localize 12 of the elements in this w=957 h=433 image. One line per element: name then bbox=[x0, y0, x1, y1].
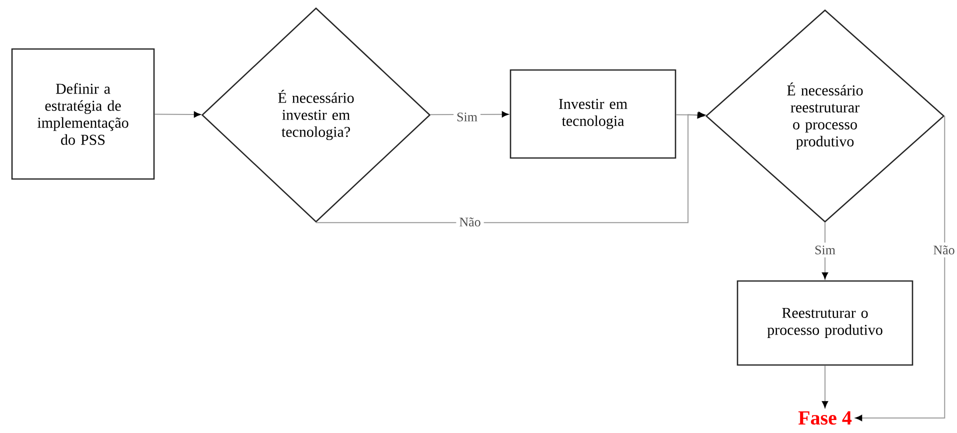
process-box: Definir a estratégia de implementação do PSS bbox=[11, 48, 155, 180]
process-box: Investir em tecnologia bbox=[510, 69, 676, 159]
edge-label: Não bbox=[930, 242, 957, 258]
terminal-label: Fase 4 bbox=[798, 411, 852, 425]
arrow bbox=[154, 111, 201, 118]
arrow bbox=[316, 112, 704, 224]
arrow bbox=[822, 365, 828, 408]
edge-label: Não bbox=[456, 214, 484, 230]
edge-label: Sim bbox=[812, 242, 838, 258]
arrow bbox=[855, 116, 946, 422]
process-box: Reestruturar o processo produtivo bbox=[736, 280, 914, 366]
edge-label: Sim bbox=[454, 110, 480, 124]
